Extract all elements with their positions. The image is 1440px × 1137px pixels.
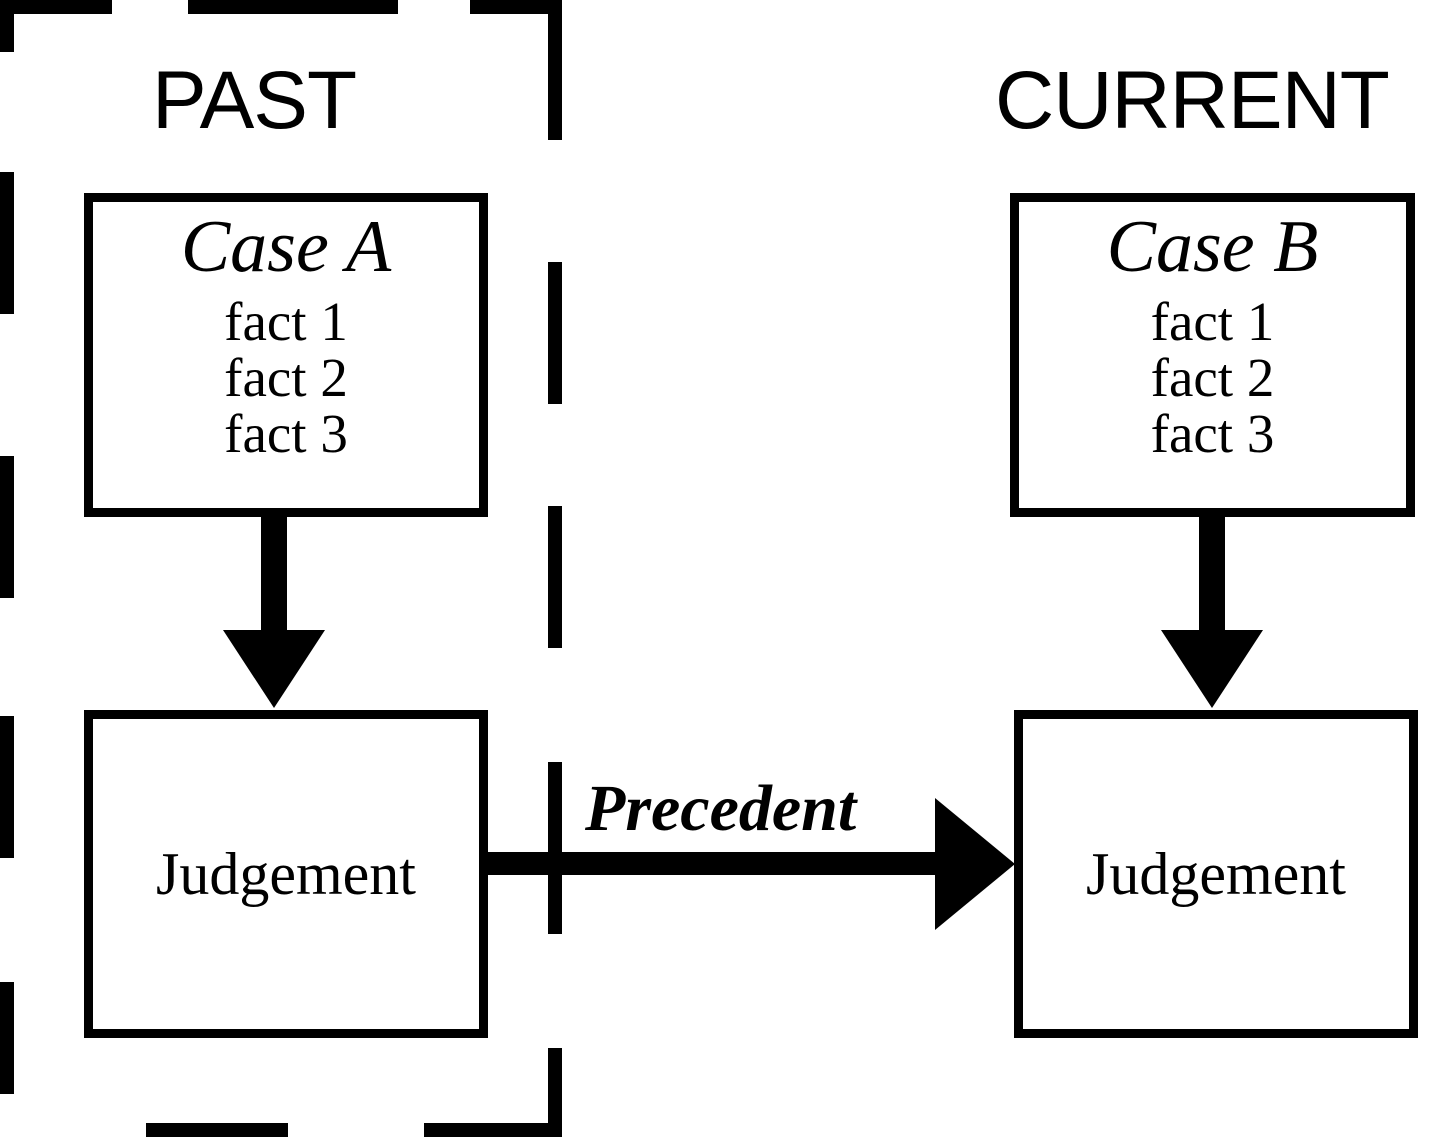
case-a-arrow-head-icon xyxy=(223,630,325,708)
case-b-box: Case B fact 1 fact 2 fact 3 xyxy=(1010,193,1415,517)
case-b-fact-3: fact 3 xyxy=(1150,403,1275,465)
case-a-fact-3: fact 3 xyxy=(224,403,348,465)
case-b-fact-2: fact 2 xyxy=(1150,347,1275,408)
precedent-label: Precedent xyxy=(585,772,857,845)
case-b-arrow-head-icon xyxy=(1161,630,1263,708)
case-a-arrow-shaft xyxy=(261,513,287,635)
current-judgement-label: Judgement xyxy=(1086,841,1346,907)
enclosure-dash-left-2 xyxy=(0,172,14,314)
past-section-title: PAST xyxy=(152,55,357,146)
enclosure-dash-left-5 xyxy=(0,982,14,1094)
case-b-fact-1: fact 1 xyxy=(1150,290,1275,352)
enclosure-dash-top-3 xyxy=(470,0,562,14)
case-a-fact-list: fact 1 fact 2 fact 3 xyxy=(224,290,348,465)
case-a-fact-2: fact 2 xyxy=(224,347,348,408)
enclosure-dash-divider-3 xyxy=(548,506,562,648)
case-b-arrow-shaft xyxy=(1199,513,1225,635)
enclosure-dash-bottom-1 xyxy=(146,1123,288,1137)
case-b-fact-list: fact 1 fact 2 fact 3 xyxy=(1150,290,1275,465)
current-section-title: CURRENT xyxy=(995,55,1390,146)
current-judgement-box: Judgement xyxy=(1014,710,1418,1038)
enclosure-dash-divider-1 xyxy=(548,0,562,140)
enclosure-dash-bottom-2 xyxy=(424,1123,562,1137)
precedent-arrow-shaft xyxy=(484,852,944,875)
enclosure-dash-left-1 xyxy=(0,0,14,52)
enclosure-dash-divider-2 xyxy=(548,262,562,404)
enclosure-dash-left-3 xyxy=(0,456,14,598)
enclosure-dash-top-2 xyxy=(188,0,398,14)
case-a-title: Case A xyxy=(180,206,392,288)
past-judgement-box: Judgement xyxy=(84,710,488,1038)
enclosure-dash-top-1 xyxy=(0,0,112,14)
enclosure-dash-left-4 xyxy=(0,716,14,858)
case-a-box: Case A fact 1 fact 2 fact 3 xyxy=(84,193,488,517)
case-a-fact-1: fact 1 xyxy=(224,290,348,352)
case-b-title: Case B xyxy=(1106,206,1319,288)
enclosure-dash-divider-4 xyxy=(548,762,562,934)
precedent-arrow-head-icon xyxy=(935,798,1015,930)
enclosure-dash-divider-5 xyxy=(548,1048,562,1137)
past-judgement-label: Judgement xyxy=(156,841,416,907)
